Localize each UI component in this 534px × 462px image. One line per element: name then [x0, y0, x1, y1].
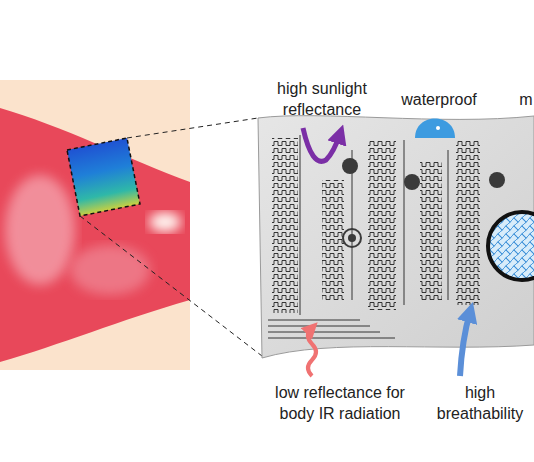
feature-label: low reflectance for body IR radiation: [264, 382, 416, 424]
feature-label: high sunlight reflectance: [268, 78, 376, 120]
magnifier: [488, 212, 534, 280]
ir-arrow: [308, 328, 316, 376]
electrode-dots: [342, 158, 505, 247]
water-droplet: [415, 119, 455, 139]
serpentine-wires: [268, 135, 480, 338]
feature-label: m: [516, 89, 534, 110]
sunlight-arrow: [303, 128, 340, 161]
feature-label: high breathability: [430, 382, 530, 424]
feature-label: waterproof: [389, 89, 489, 110]
air-arrow: [460, 312, 470, 376]
thermal-image: [0, 80, 190, 370]
